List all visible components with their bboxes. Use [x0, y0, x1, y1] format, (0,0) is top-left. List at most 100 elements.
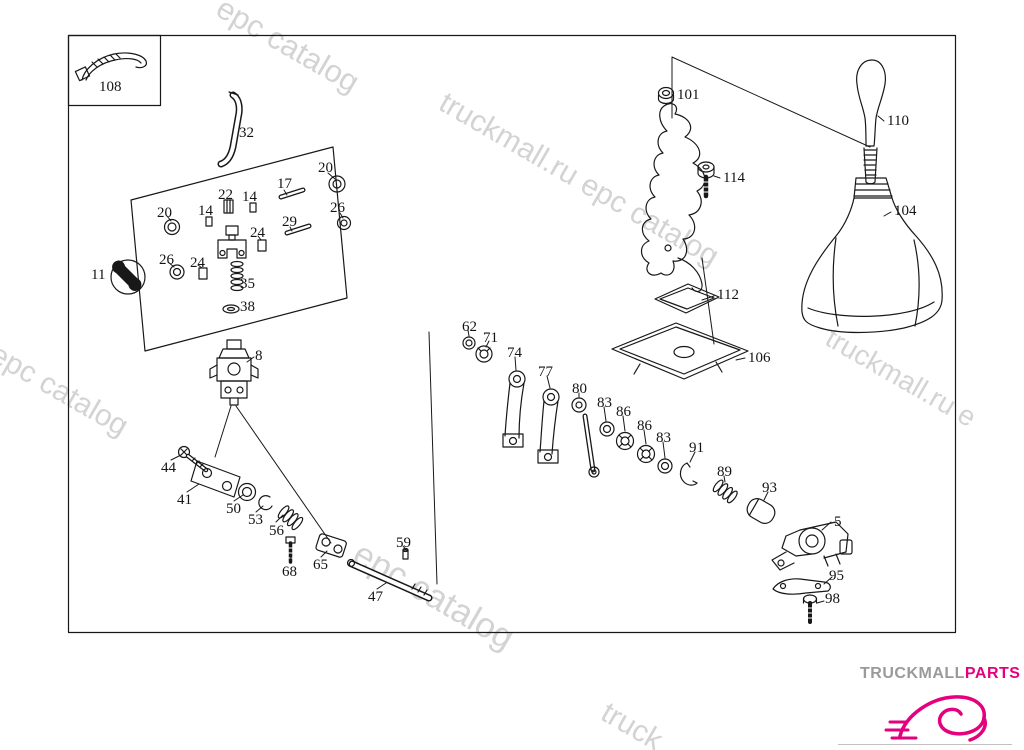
part-label-11: 11	[91, 267, 106, 283]
site-logo: TRUCKMALLPARTS	[860, 665, 1020, 683]
part-56-drawing	[277, 505, 304, 531]
logo-suffix-text: PARTS	[964, 665, 1021, 682]
part-label-17: 17	[277, 176, 292, 192]
part-26-left-drawing	[169, 264, 185, 280]
part-label-5: 5	[834, 514, 842, 530]
part-label-62: 62	[462, 319, 477, 335]
part-8-drawing	[209, 339, 259, 406]
part-26-right-drawing	[336, 215, 352, 231]
part-label-91: 91	[689, 440, 704, 456]
part-86-second-drawing	[636, 444, 656, 464]
part-label-50: 50	[226, 501, 241, 517]
logo-swirl-icon	[884, 695, 987, 742]
part-44-drawing	[177, 445, 209, 473]
part-17-drawing	[278, 187, 306, 200]
part-label-114: 114	[723, 170, 745, 186]
part-label-38: 38	[240, 299, 255, 315]
part-label-89: 89	[717, 464, 732, 480]
part-91-drawing	[679, 462, 698, 486]
part-71-drawing	[475, 345, 493, 363]
part-22-drawing	[217, 199, 247, 259]
part-114-drawing	[697, 161, 715, 199]
part-label-47: 47	[368, 589, 383, 605]
shift-gate-drawing	[640, 102, 706, 293]
part-35-drawing	[230, 260, 244, 292]
part-label-83-second: 83	[656, 430, 671, 446]
logo-underline	[838, 744, 1012, 745]
part-label-95: 95	[829, 568, 844, 584]
part-32-drawing	[217, 91, 243, 168]
part-label-106: 106	[748, 350, 771, 366]
part-label-14-right: 14	[242, 189, 257, 205]
part-20-top-drawing	[328, 175, 346, 193]
part-106-drawing	[611, 322, 749, 380]
part-label-98: 98	[825, 591, 840, 607]
part-29-drawing	[284, 223, 312, 236]
part-83-second-drawing	[657, 458, 673, 474]
frame-border	[67, 34, 957, 634]
part-11-drawing	[110, 259, 146, 295]
part-47-drawing	[346, 558, 433, 602]
part-label-41: 41	[177, 492, 192, 508]
part-label-93: 93	[762, 480, 777, 496]
part-83-first-drawing	[599, 421, 615, 437]
part-89-drawing	[712, 479, 738, 504]
part-label-32: 32	[239, 125, 254, 141]
part-93-drawing	[746, 498, 776, 524]
part-label-83-first: 83	[597, 395, 612, 411]
part-14-right-drawing	[249, 202, 257, 213]
part-95-drawing	[772, 578, 831, 595]
cable-tie-icon	[74, 52, 147, 82]
part-77-drawing	[537, 388, 560, 464]
part-label-26-right: 26	[330, 200, 345, 216]
part-50-drawing	[237, 482, 257, 502]
part-label-29: 29	[282, 214, 297, 230]
part-label-71: 71	[483, 330, 498, 346]
part-98-drawing	[802, 594, 818, 624]
part-38-drawing	[222, 304, 240, 314]
leader-lines	[166, 56, 892, 604]
part-104-drawing	[801, 177, 943, 334]
part-label-56: 56	[269, 523, 284, 539]
part-label-80: 80	[572, 381, 587, 397]
part-65-drawing	[315, 533, 347, 558]
part-24-upper-drawing	[257, 239, 267, 252]
part-label-53: 53	[248, 512, 263, 528]
part-label-22: 22	[218, 187, 233, 203]
part-label-35: 35	[240, 276, 255, 292]
part-label-24-upper: 24	[250, 225, 265, 241]
part-62-drawing	[462, 336, 476, 350]
part-24-lower-drawing	[198, 267, 208, 280]
logo-brand-text: TRUCKMALL	[860, 665, 965, 682]
part-101-drawing	[657, 86, 675, 105]
small-parts-box	[130, 146, 348, 352]
part-label-20-top: 20	[318, 160, 333, 176]
part-label-44: 44	[161, 460, 176, 476]
part-110-drawing	[856, 59, 886, 185]
part-label-26-left: 26	[159, 252, 174, 268]
part-label-86-first: 86	[616, 404, 631, 420]
part-label-8: 8	[255, 348, 263, 364]
part-label-112: 112	[717, 287, 739, 303]
part-86-first-drawing	[615, 431, 635, 451]
part-53-drawing	[258, 495, 273, 511]
part-label-74: 74	[507, 345, 522, 361]
part-label-77: 77	[538, 364, 553, 380]
part-label-86-second: 86	[637, 418, 652, 434]
part-label-24-lower: 24	[190, 255, 205, 271]
part-label-108: 108	[99, 79, 122, 95]
part-5-drawing	[771, 521, 853, 571]
part-41-drawing	[190, 460, 241, 498]
part-label-20-left: 20	[157, 205, 172, 221]
part-label-101: 101	[677, 87, 700, 103]
part-label-104: 104	[894, 203, 917, 219]
part-label-59: 59	[396, 535, 411, 551]
part-label-110: 110	[887, 113, 909, 129]
part-112-drawing	[654, 283, 720, 314]
part-label-68: 68	[282, 564, 297, 580]
part-20-left-drawing	[163, 218, 181, 236]
part-label-65: 65	[313, 557, 328, 573]
part-80-drawing	[571, 397, 600, 478]
